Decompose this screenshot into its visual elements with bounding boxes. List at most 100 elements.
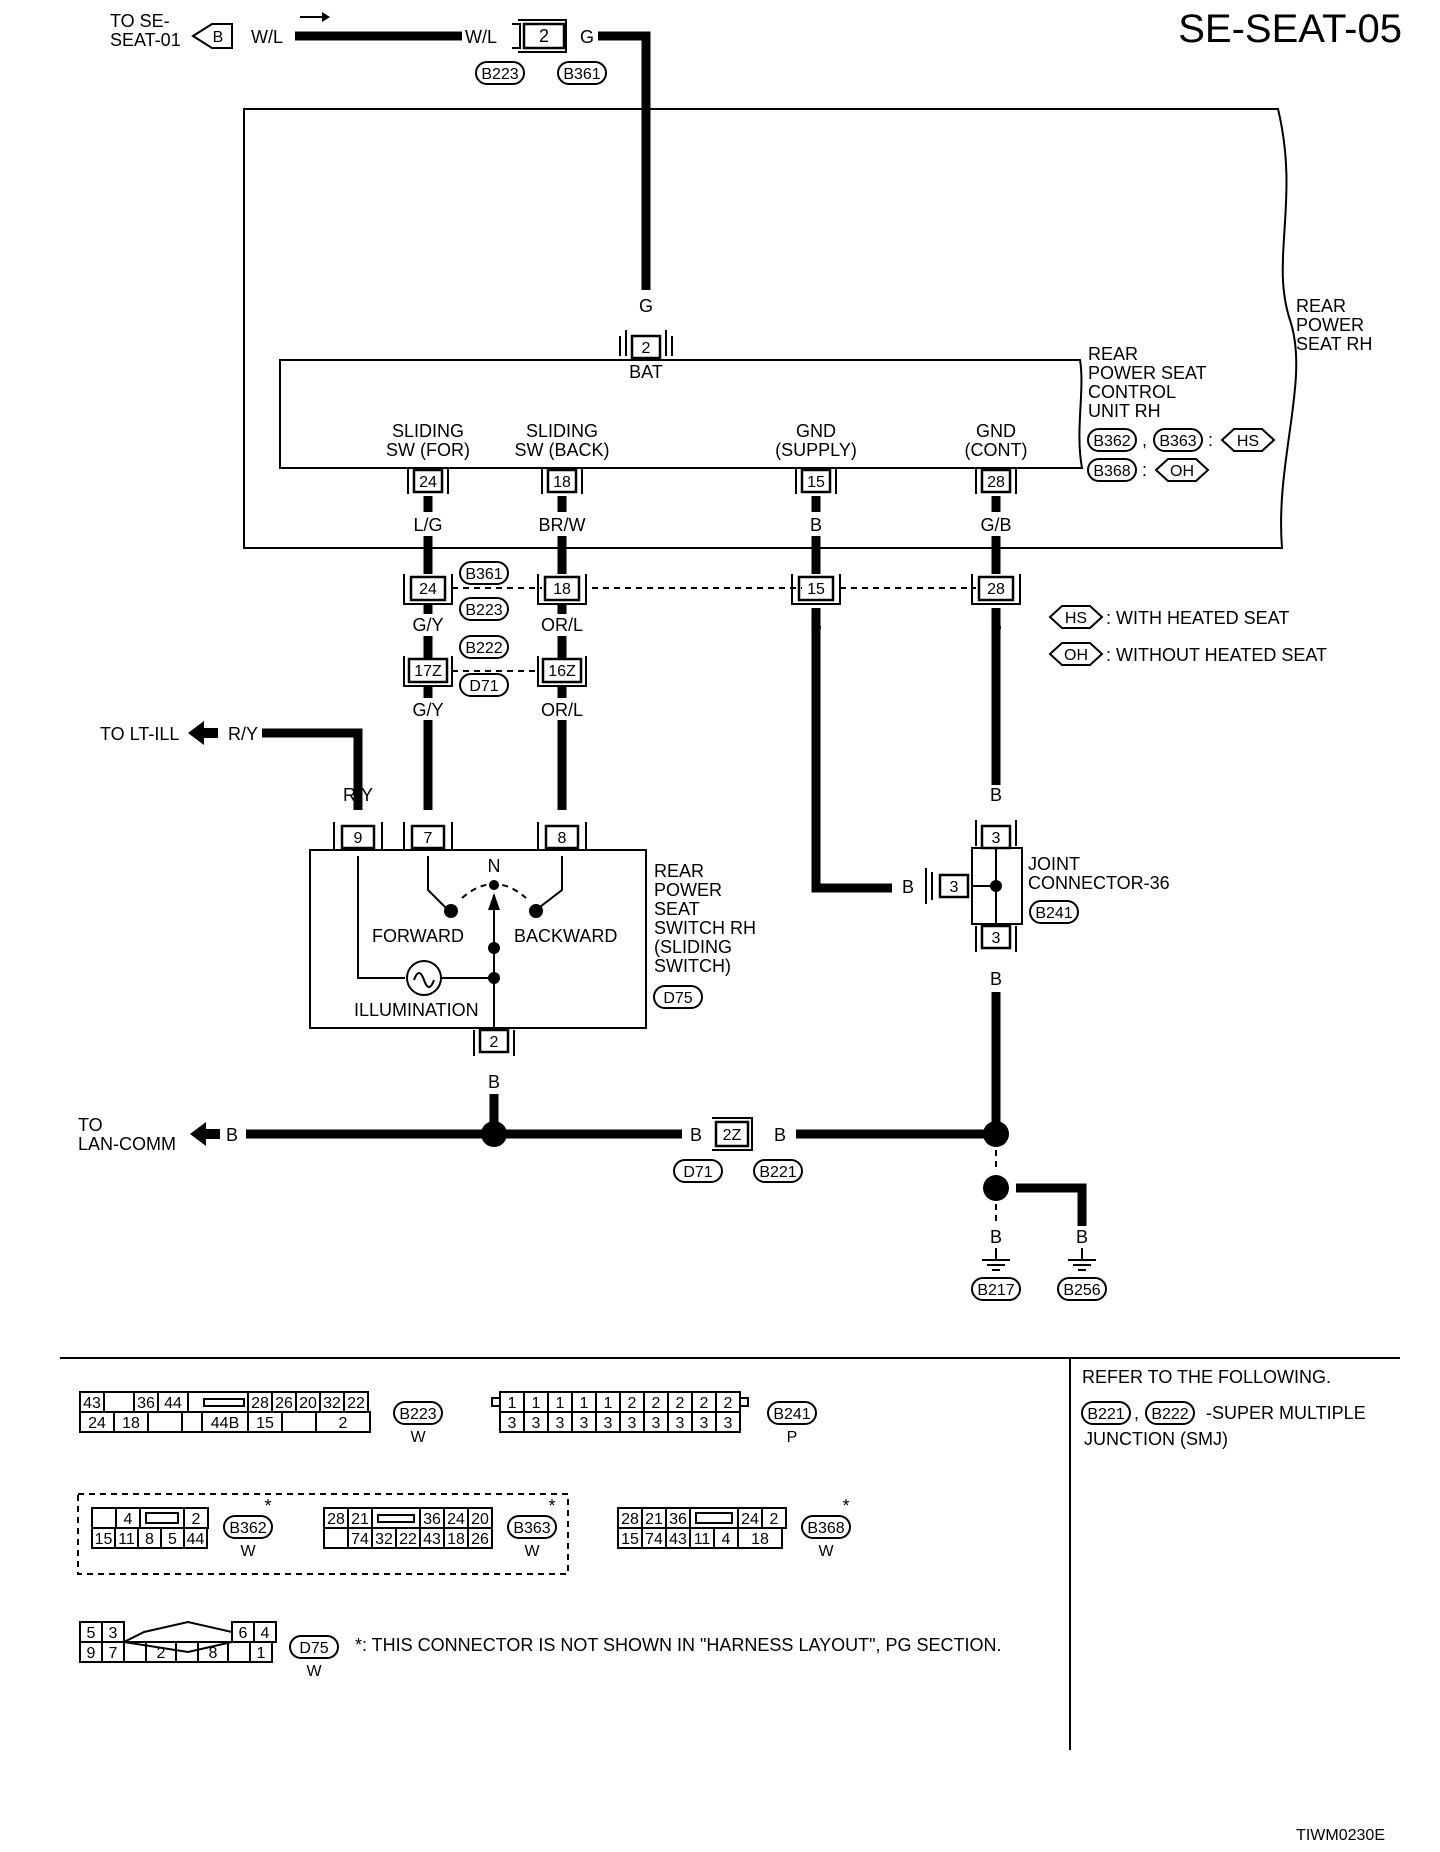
svg-text:32: 32: [323, 1395, 341, 1412]
svg-text:15: 15: [621, 1531, 639, 1548]
svg-text:8: 8: [209, 1645, 218, 1662]
inline-connector-b361-tag: B361: [459, 561, 509, 585]
svg-text:44: 44: [164, 1395, 182, 1412]
illumination-label: ILLUMINATION: [354, 1000, 479, 1020]
switch-pin-label: 7: [424, 830, 433, 847]
switch-pin-bracket: [333, 822, 383, 850]
joint-pin-bottom: 3: [992, 930, 1001, 947]
svg-text:B241: B241: [1035, 905, 1072, 922]
illumination-wire-left: [357, 856, 405, 979]
cell-label: 3: [652, 1415, 661, 1432]
cell-label: 3: [676, 1415, 685, 1432]
terminal-pin-box: [546, 468, 578, 494]
b222-wire-label: G/Y: [412, 700, 443, 720]
control-unit-connector-b362: B362: [1087, 428, 1137, 452]
bus-connector-b221-tag: B221: [753, 1159, 803, 1183]
cell-label: 3: [556, 1415, 565, 1432]
legend-oh: OH : WITHOUT HEATED SEAT: [1048, 642, 1327, 666]
joint-bottom-pin-box: [980, 924, 1012, 950]
hs-connector-group: [77, 1493, 569, 1575]
svg-text:B256: B256: [1063, 1282, 1100, 1299]
control-unit-terminal-15: GND(SUPPLY)15B: [775, 421, 857, 574]
terminal-label-line2: SW (FOR): [386, 440, 470, 460]
svg-text:44B: 44B: [211, 1415, 239, 1432]
control-unit-terminal-28: GND(CONT)28G/B: [965, 421, 1028, 574]
cell-label: 3: [532, 1415, 541, 1432]
switch-arm-arrow-icon: [488, 893, 500, 910]
inline-wire-label: G/Y: [412, 615, 443, 635]
terminal-label-line2: (CONT): [965, 440, 1028, 460]
terminal-wire-label: BR/W: [539, 515, 586, 535]
svg-text:B368: B368: [807, 1520, 844, 1537]
svg-text:B217: B217: [977, 1282, 1014, 1299]
svg-text:2: 2: [192, 1511, 201, 1528]
svg-text:21: 21: [351, 1511, 369, 1528]
svg-text:OH: OH: [1170, 463, 1194, 480]
svg-text:: WITH HEATED SEAT: : WITH HEATED SEAT: [1106, 608, 1289, 628]
svg-text:24: 24: [741, 1511, 759, 1528]
svg-text:OH: OH: [1064, 647, 1088, 664]
svg-text:1: 1: [257, 1645, 266, 1662]
svg-text:6: 6: [239, 1625, 248, 1642]
svg-text:TO: TO: [78, 1115, 103, 1135]
switch-pin-label: 9: [354, 830, 363, 847]
inline-pin-label: 28: [987, 581, 1005, 598]
connector-d71-tag: D71: [459, 673, 509, 697]
refer-suffix: -SUPER MULTIPLE JUNCTION (SMJ): [1084, 1403, 1366, 1449]
refer-title: REFER TO THE FOLLOWING.: [1082, 1367, 1331, 1387]
to-lan-comm-label: TO LAN-COMM: [78, 1115, 176, 1154]
footnote: *: THIS CONNECTOR IS NOT SHOWN IN "HARNE…: [355, 1635, 1002, 1655]
svg-text:11: 11: [694, 1531, 711, 1548]
svg-text:HS: HS: [1065, 610, 1087, 627]
joint-left-pin-box: [938, 873, 970, 899]
svg-text:22: 22: [347, 1395, 365, 1412]
cell: [715, 1411, 741, 1433]
control-unit-box: [279, 359, 1084, 469]
figure-code: TIWM0230E: [1296, 1827, 1385, 1844]
svg-text:36: 36: [137, 1395, 155, 1412]
lan-comm-arrow-icon: [190, 1122, 206, 1146]
inline-pin-box: [977, 575, 1015, 602]
connector-color: P: [787, 1429, 798, 1446]
terminal-pin: 24: [419, 474, 437, 491]
wire-ground-b256: [1016, 1183, 1087, 1226]
cell-label: 3: [508, 1415, 517, 1432]
svg-text:2: 2: [339, 1415, 348, 1432]
colon-hs: :: [1208, 430, 1213, 450]
svg-text:18: 18: [122, 1415, 140, 1432]
svg-text:B223: B223: [465, 602, 502, 619]
switch-pin-label: 8: [558, 830, 567, 847]
cell-label: 1: [580, 1395, 589, 1412]
top-wire-left-label: W/L: [251, 27, 283, 47]
svg-text:22: 22: [399, 1531, 417, 1548]
connector-color: W: [306, 1663, 322, 1680]
terminal-bracket: [975, 468, 1017, 494]
svg-text:74: 74: [351, 1531, 369, 1548]
joint-pin-top: 3: [992, 830, 1001, 847]
svg-text:20: 20: [471, 1511, 489, 1528]
control-unit-connector-b368: B368: [1087, 458, 1137, 482]
terminal-wire-label: L/G: [413, 515, 442, 535]
bat-connector-bracket: [619, 330, 673, 356]
cell-label: 2: [676, 1395, 685, 1412]
terminal-label-line1: SLIDING: [392, 421, 464, 441]
cell-label: 3: [604, 1415, 613, 1432]
joint-left-bracket: [925, 868, 933, 904]
joint-pin-left: 3: [950, 879, 959, 896]
terminal-pin-box: [412, 468, 444, 494]
terminal-wire-label: B: [810, 515, 822, 535]
inline-wire-label: OR/L: [541, 615, 583, 635]
svg-text:5: 5: [168, 1531, 177, 1548]
ref-letter: B: [213, 29, 224, 46]
svg-text:B362: B362: [229, 1520, 266, 1537]
svg-text:B221: B221: [1087, 1406, 1124, 1423]
svg-text:15: 15: [95, 1531, 113, 1548]
svg-text:43: 43: [83, 1395, 101, 1412]
switch-pin-box: [410, 824, 446, 850]
b222-pin-label: 16Z: [548, 663, 576, 680]
